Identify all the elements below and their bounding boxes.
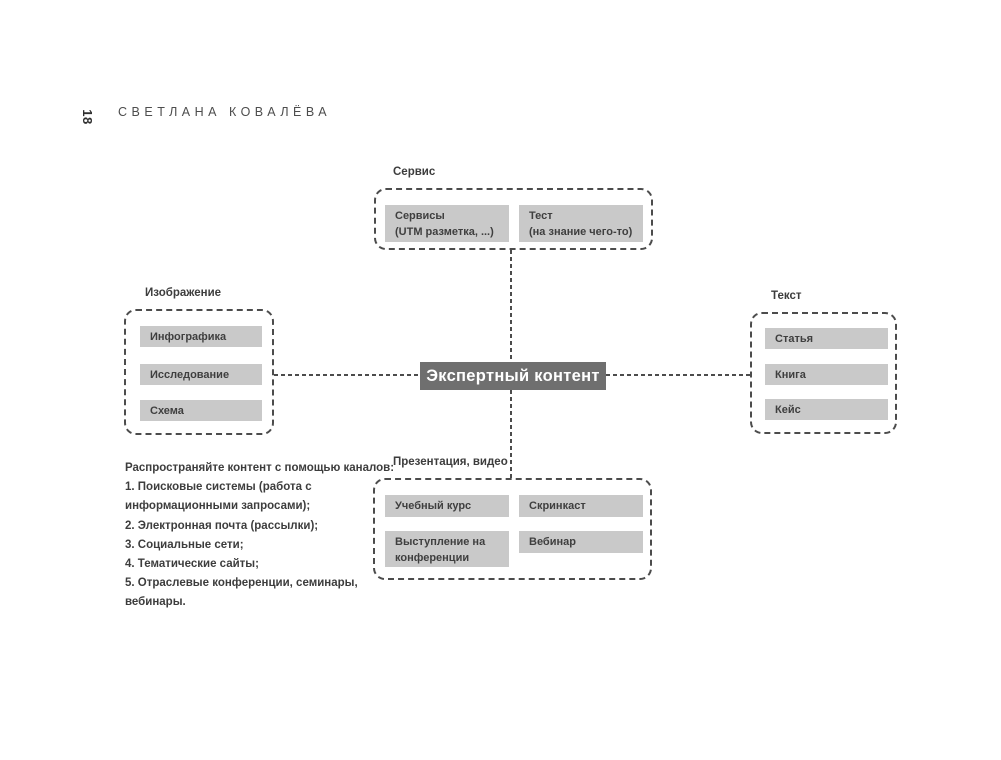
item-box-case: Кейс (765, 399, 888, 420)
item-box-webinar: Вебинар (519, 531, 643, 553)
item-box-conference-talk: Выступление на конференции (385, 531, 509, 567)
item-box-article: Статья (765, 328, 888, 349)
note-line: Распространяйте контент с помощью канало… (125, 462, 395, 474)
item-line: конференции (395, 552, 470, 564)
connector-bottom-line (510, 390, 512, 478)
group-text: Статья Книга Кейс (750, 312, 897, 434)
item-line: Вебинар (529, 536, 576, 548)
group-service: Сервисы (UTM разметка, ...) Тест (на зна… (374, 188, 653, 250)
note-line: 5. Отраслевые конференции, семинары, (125, 577, 358, 590)
note-distribution-channels: Распространяйте контент с помощью канало… (125, 459, 395, 613)
item-line: Книга (775, 368, 806, 381)
note-line: 4. Тематические сайты; (125, 558, 259, 571)
note-line: 2. Электронная почта (рассылки); (125, 519, 319, 532)
item-line: Учебный курс (395, 500, 472, 512)
connector-top-line (510, 250, 512, 362)
group-presentation: Учебный курс Скринкаст Выступление на ко… (373, 478, 652, 580)
item-box-infographic: Инфографика (140, 326, 262, 347)
item-line: Статья (775, 332, 814, 345)
item-line: Выступление на (395, 536, 486, 548)
connector-right-line (606, 374, 750, 376)
note-line: вебинары. (125, 596, 186, 609)
item-box-book: Книга (765, 364, 888, 385)
note-line: 3. Социальные сети; (125, 538, 244, 551)
item-box-test: Тест (на знание чего-то) (519, 205, 643, 242)
item-box-training-course: Учебный курс (385, 495, 509, 517)
running-header-author: СВЕТЛАНА КОВАЛЁВА (118, 105, 332, 119)
group-image: Инфографика Исследование Схема (124, 309, 274, 435)
item-line: Сервисы (395, 210, 445, 222)
item-line: (UTM разметка, ...) (395, 226, 494, 238)
connector-left-line (274, 374, 420, 376)
item-line: (на знание чего-то) (529, 226, 633, 238)
page-number: 18 (80, 109, 95, 125)
group-label-presentation: Презентация, видео (393, 456, 508, 468)
center-node-expert-content: Экспертный контент (420, 362, 606, 390)
item-line: Исследование (150, 368, 230, 381)
item-line: Тест (529, 210, 553, 222)
group-label-image: Изображение (145, 287, 222, 299)
note-line: информационными запросами); (125, 500, 311, 513)
item-box-services: Сервисы (UTM разметка, ...) (385, 205, 509, 242)
item-line: Схема (150, 404, 184, 417)
group-label-text: Текст (771, 290, 802, 302)
item-line: Инфографика (150, 330, 227, 343)
item-line: Кейс (775, 403, 801, 416)
group-label-service: Сервис (393, 166, 436, 178)
item-line: Скринкаст (529, 500, 586, 512)
item-box-scheme: Схема (140, 400, 262, 421)
note-line: 1. Поисковые системы (работа с (125, 481, 312, 494)
item-box-screencast: Скринкаст (519, 495, 643, 517)
item-box-research: Исследование (140, 364, 262, 385)
